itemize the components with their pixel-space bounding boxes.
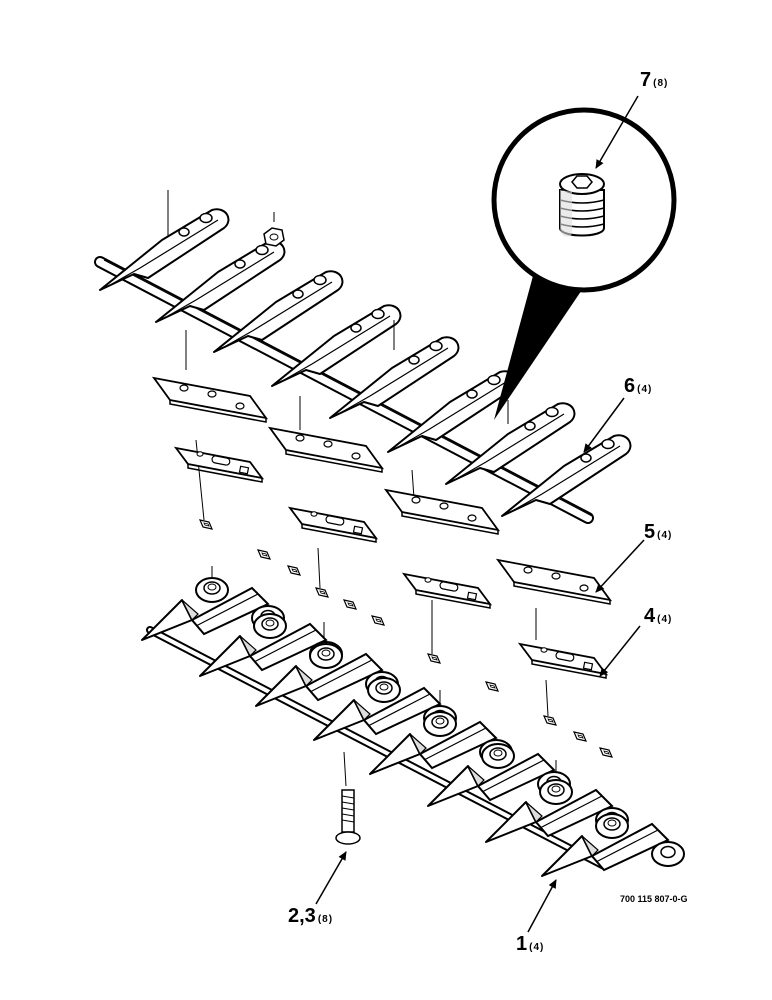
callout-4: 4(4)	[644, 605, 673, 627]
callout-5: 5(4)	[644, 521, 673, 543]
detail-pointer	[494, 250, 594, 420]
square-nut-row	[199, 519, 613, 758]
callout-1: 1(4)	[516, 933, 545, 955]
hex-nut	[263, 212, 285, 247]
callout-6: 6(4)	[624, 375, 653, 397]
leader-arrows	[315, 95, 645, 933]
plow-bolt	[335, 789, 361, 845]
callout-7: 7(8)	[640, 69, 669, 91]
set-screw	[559, 173, 605, 237]
callout-2-3: 2,3(8)	[288, 905, 334, 927]
guard-row	[141, 577, 685, 877]
drawing-number: 700 115 807-0-G	[620, 894, 688, 904]
